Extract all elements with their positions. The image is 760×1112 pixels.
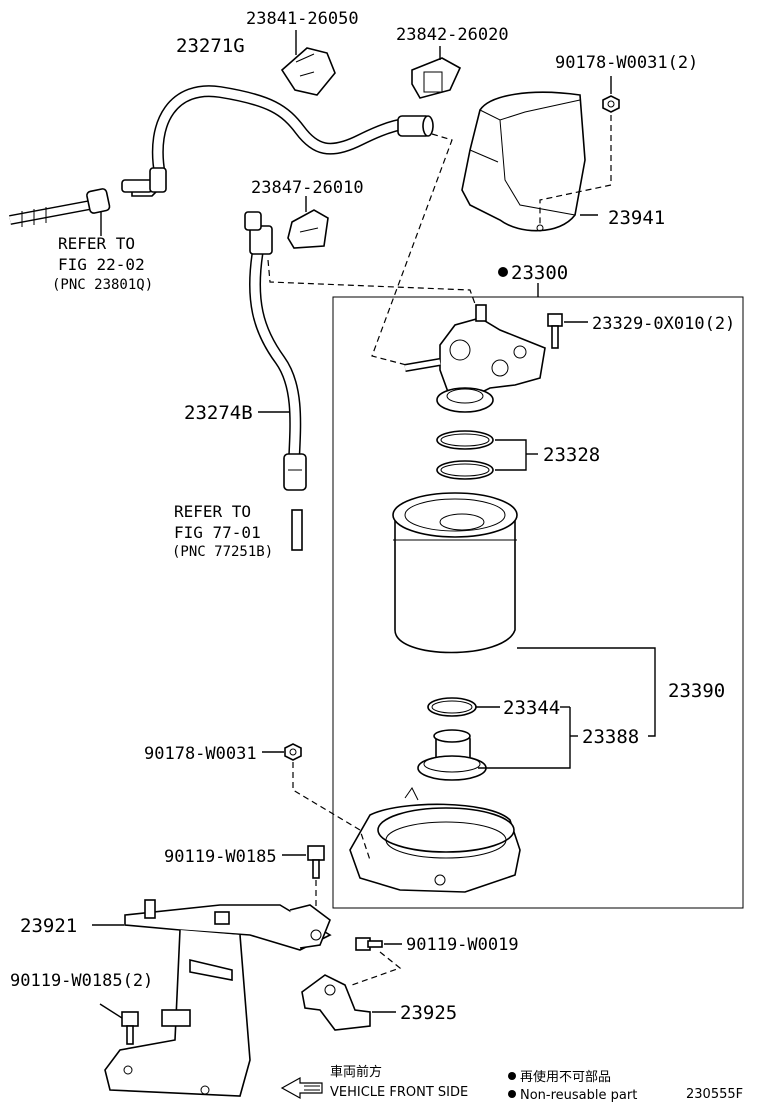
label-23842-26020: 23842-26020 xyxy=(396,25,509,45)
non-reusable-dot-icon-2 xyxy=(508,1090,516,1098)
legend-nonreuse-jp: 再使用不可部品 xyxy=(520,1069,611,1085)
front-arrow-icon xyxy=(280,1076,323,1100)
o-ring-23344 xyxy=(427,697,500,717)
label-90119-w0185: 90119-W0185 xyxy=(164,847,277,867)
bracket-band xyxy=(349,787,521,893)
ref2-line1: REFER TO xyxy=(174,502,251,521)
label-23329-0x010-2: 23329-0X010(2) xyxy=(592,314,735,334)
bolt-90119-lower xyxy=(351,937,402,986)
label-90178-w0031-2: 90178-W0031(2) xyxy=(555,53,698,73)
label-23847-26010: 23847-26010 xyxy=(251,178,364,198)
label-23271g: 23271G xyxy=(176,35,245,57)
ref1-line1: REFER TO xyxy=(58,234,135,253)
sensor-23925 xyxy=(301,974,396,1031)
bolt-90119-left xyxy=(99,1003,139,1045)
bracket-23921 xyxy=(92,899,332,1097)
legend-nonreuse: Non-reusable part xyxy=(520,1088,637,1103)
clip-23842 xyxy=(411,46,462,99)
label-23328: 23328 xyxy=(543,444,600,466)
non-reusable-mark-23300 xyxy=(498,267,508,277)
label-90178-w0031: 90178-W0031 xyxy=(144,744,257,764)
clip-23841 xyxy=(280,30,336,96)
ref2-line3: (PNC 77251B) xyxy=(172,544,273,560)
label-90119-w0019: 90119-W0019 xyxy=(406,935,519,955)
ref1-line2: FIG 22-02 xyxy=(58,255,145,274)
fuel-hose-23274b xyxy=(244,211,479,491)
label-23925: 23925 xyxy=(400,1002,457,1024)
label-23274b: 23274B xyxy=(184,402,253,424)
legend-front-side: VEHICLE FRONT SIDE xyxy=(330,1085,468,1100)
non-reusable-dot-icon xyxy=(508,1072,516,1080)
drain-plug-23388 xyxy=(417,706,578,781)
label-23841-26050: 23841-26050 xyxy=(246,9,359,29)
bolt-23329 xyxy=(547,313,588,349)
figure-code: 230555F xyxy=(686,1087,743,1102)
clip-23847 xyxy=(287,196,329,249)
nut-90178-mid xyxy=(262,743,371,861)
label-23344: 23344 xyxy=(503,697,560,719)
guide-line-hose xyxy=(371,133,453,369)
ref2-line2: FIG 77-01 xyxy=(174,523,261,542)
label-23300: 23300 xyxy=(511,262,568,284)
pipe-fig77 xyxy=(291,509,303,551)
label-23390: 23390 xyxy=(668,680,725,702)
ref1-line3: (PNC 23801Q) xyxy=(52,277,153,293)
legend-front-jp: 車両前方 xyxy=(330,1064,382,1080)
pipe-fig22 xyxy=(9,188,111,236)
nut-90178-top xyxy=(539,76,620,226)
label-23921: 23921 xyxy=(20,915,77,937)
label-90119-w0185-2: 90119-W0185(2) xyxy=(10,971,153,991)
label-23388: 23388 xyxy=(582,726,639,748)
o-rings-23328 xyxy=(436,430,538,480)
filter-head xyxy=(404,304,546,413)
fuel-hose-23271g xyxy=(121,85,434,197)
filter-element-23390 xyxy=(392,492,656,737)
cover-23941 xyxy=(461,91,598,232)
label-23941: 23941 xyxy=(608,207,665,229)
